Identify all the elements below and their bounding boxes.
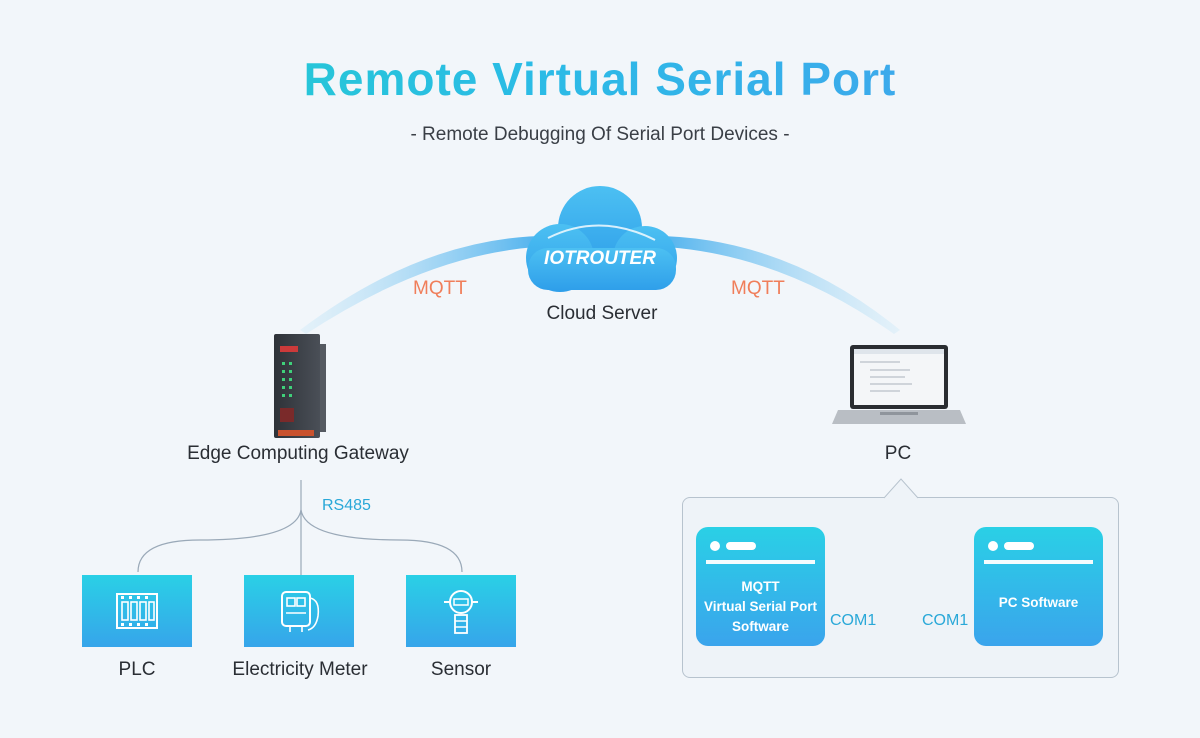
rs485-label: RS485 [322, 497, 371, 514]
com-label-left: COM1 [830, 612, 877, 629]
software-line-2: Virtual Serial Port [703, 599, 818, 614]
window-pill-icon [726, 542, 756, 550]
device-label-plc: PLC [118, 659, 156, 680]
mqtt-label-right: MQTT [731, 278, 785, 299]
laptop-icon [832, 345, 966, 424]
device-label-meter: Electricity Meter [232, 659, 368, 680]
cloud-server-label: Cloud Server [546, 303, 658, 324]
software-line-1: MQTT [741, 579, 780, 594]
sensor-device [406, 575, 516, 647]
page-subtitle: - Remote Debugging Of Serial Port Device… [410, 124, 790, 145]
window-dot-icon [988, 541, 998, 551]
window-pill-icon [1004, 542, 1034, 550]
rs485-bus-lines [137, 480, 463, 575]
cloud-server-icon: IOTROUTER [526, 186, 677, 292]
plc-icon [116, 593, 158, 629]
sensor-icon [444, 590, 478, 634]
pc-software: PC Software [974, 527, 1103, 646]
gateway-label: Edge Computing Gateway [187, 443, 409, 464]
pc-software-label: PC Software [998, 595, 1079, 610]
page-title: Remote Virtual Serial Port [0, 52, 1200, 106]
com-label-right: COM1 [922, 612, 969, 629]
device-label-sensor: Sensor [430, 659, 492, 680]
cloud-brand-text: IOTROUTER [544, 248, 656, 269]
mqtt-virtual-serial-software: MQTT Virtual Serial Port Software [696, 527, 825, 646]
window-bar [706, 560, 815, 564]
electricity-meter-device [244, 575, 354, 647]
window-bar [984, 560, 1093, 564]
mqtt-label-left: MQTT [413, 278, 467, 299]
software-line-3: Software [731, 619, 789, 634]
window-dot-icon [710, 541, 720, 551]
edge-gateway-icon [274, 334, 326, 438]
plc-device [82, 575, 192, 647]
electricity-meter-icon [281, 591, 320, 632]
panel-pointer [884, 478, 918, 499]
pc-label: PC [884, 443, 912, 464]
